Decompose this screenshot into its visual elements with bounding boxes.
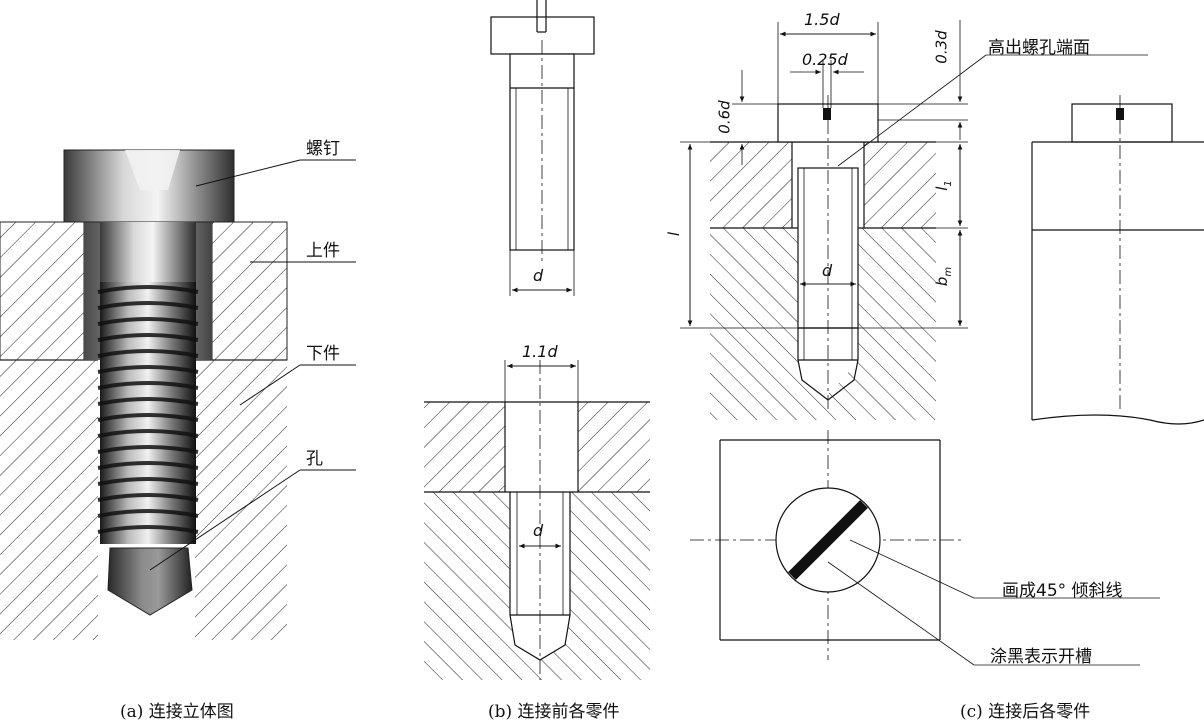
dim-c-d: d [822,261,833,280]
panel-c-assembled [680,20,1204,666]
label-upper-part: 上件 [306,241,340,261]
label-lower-part: 下件 [306,344,340,364]
dim-l1: l1 [932,180,954,191]
hole-before [424,360,650,680]
label-screw: 螺钉 [306,139,340,159]
dim-screw-d: d [533,266,544,285]
label-above-face: 高出螺孔端面 [988,38,1090,58]
upper-part-left [0,221,85,361]
dim-l: l [665,231,684,237]
dim-1-5d: 1.5d [804,10,840,29]
label-45-line: 画成45° 倾斜线 [1002,581,1123,601]
caption-a: (a) 连接立体图 [120,702,234,722]
panel-a-3d-view [0,149,356,640]
dim-0-6d: 0.6d [715,100,734,134]
dim-0-3d: 0.3d [932,30,951,64]
label-hole: 孔 [306,449,323,469]
lower-part [0,360,287,640]
screw-threads [97,282,199,544]
screw-shank [100,222,196,282]
dim-0-25d: 0.25d [802,50,848,69]
caption-c: (c) 连接后各零件 [960,702,1091,722]
dim-hole-d: d [533,521,544,540]
dim-bm: bm [933,266,955,287]
panel-b-parts [424,0,650,680]
screw-before [490,0,595,296]
dim-1-1d: 1.1d [522,342,558,361]
upper-part-right [211,221,288,361]
label-blacken-slot: 涂黑表示开槽 [990,647,1092,667]
drill-hole-bottom [107,547,193,616]
caption-b: (b) 连接前各零件 [488,702,620,722]
